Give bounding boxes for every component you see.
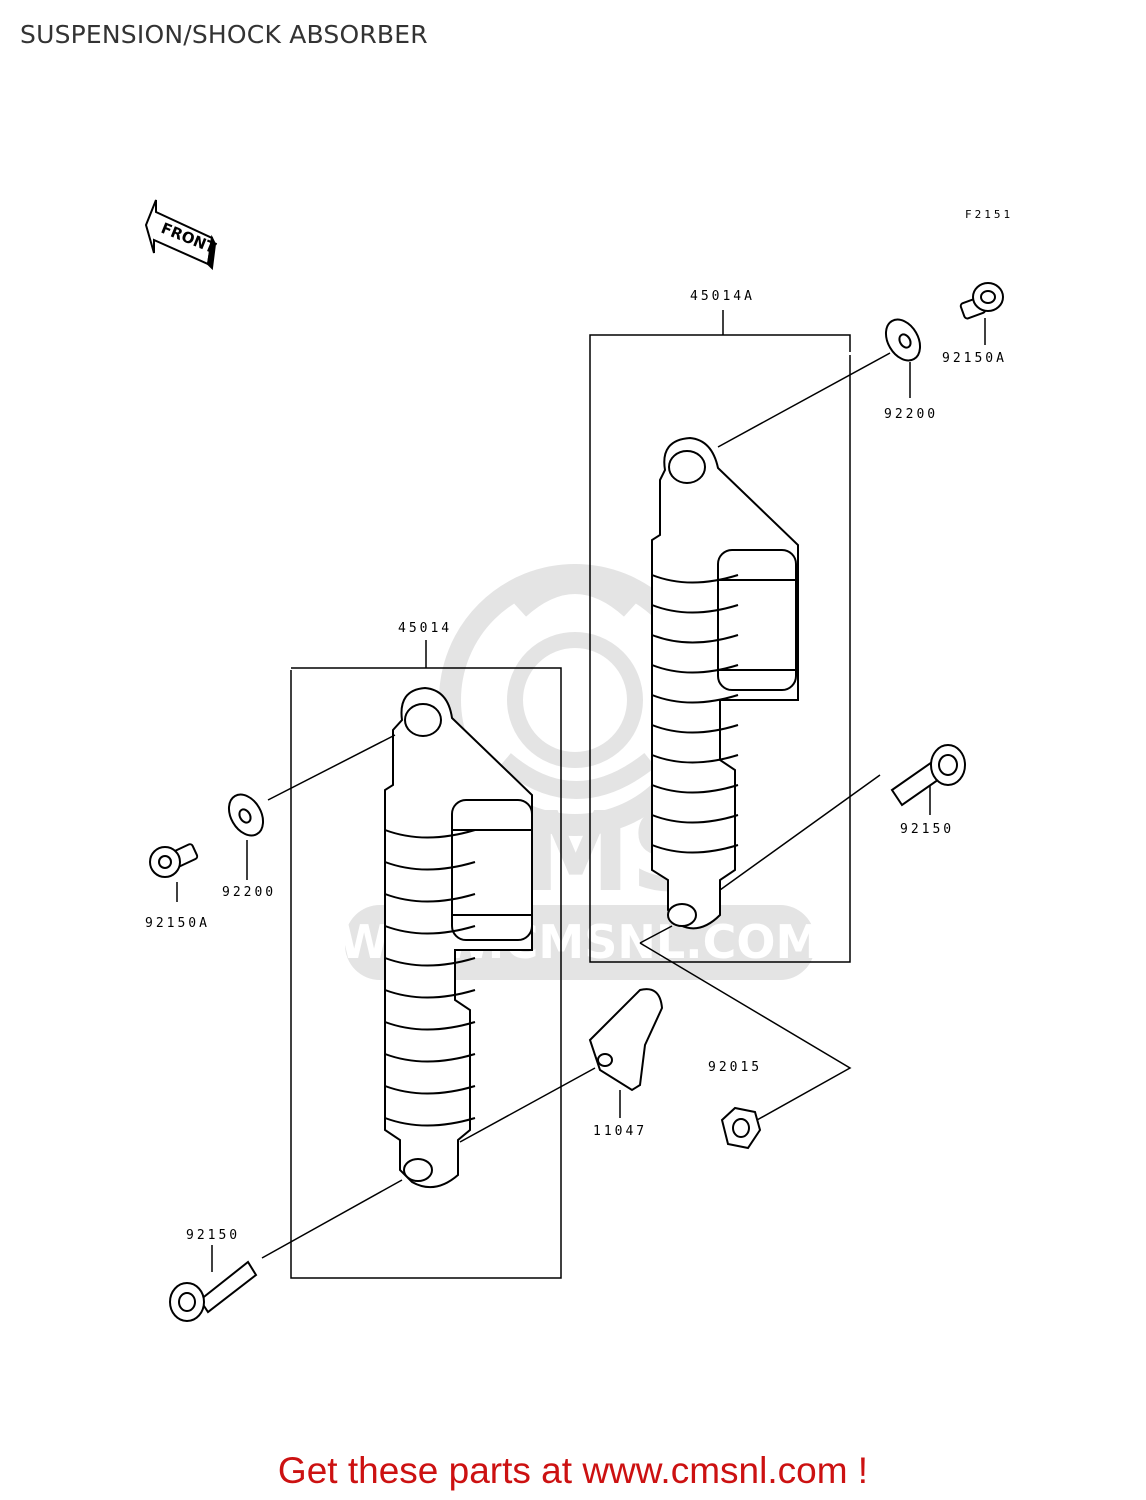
part-label-45014A: 45014A <box>690 289 755 304</box>
nut-icon <box>720 1106 762 1150</box>
bracket-icon <box>588 988 664 1092</box>
group-bracket-45014A <box>589 310 851 963</box>
shock-absorber-right <box>651 436 799 930</box>
part-label-92200-left: 92200 <box>222 885 276 900</box>
figure-code: F2151 <box>965 208 1013 221</box>
bolt-icon <box>149 843 199 878</box>
part-label-45014: 45014 <box>398 621 452 636</box>
washer-icon <box>227 793 265 837</box>
leader-lines <box>176 318 986 1272</box>
footer-suffix: ! <box>847 1450 869 1491</box>
part-label-92150-left: 92150 <box>186 1228 240 1243</box>
bolt-icon <box>959 282 1004 320</box>
washer-icon <box>884 318 922 362</box>
parts-diagram: CMS WWW.CMSNL.COM F2151 FRONT <box>144 199 1013 1322</box>
front-arrow-icon: FRONT <box>144 199 219 271</box>
group-bracket-45014 <box>290 640 562 1279</box>
part-label-92150A-left: 92150A <box>145 916 210 931</box>
footer-link[interactable]: www.cmsnl.com <box>582 1450 848 1491</box>
footer-promo: Get these parts at www.cmsnl.com ! <box>0 1450 1146 1492</box>
part-label-92200-upper: 92200 <box>884 407 938 422</box>
footer-prefix: Get these parts at <box>277 1450 583 1491</box>
page-title: SUSPENSION/SHOCK ABSORBER <box>20 20 428 49</box>
bolt-icon <box>890 744 966 807</box>
part-label-92150A-upper: 92150A <box>942 351 1007 366</box>
part-label-11047: 11047 <box>593 1124 647 1139</box>
bolt-icon <box>169 1260 258 1322</box>
shock-absorber-left <box>384 686 533 1189</box>
part-label-92015: 92015 <box>708 1060 762 1075</box>
part-label-92150-right: 92150 <box>900 822 954 837</box>
